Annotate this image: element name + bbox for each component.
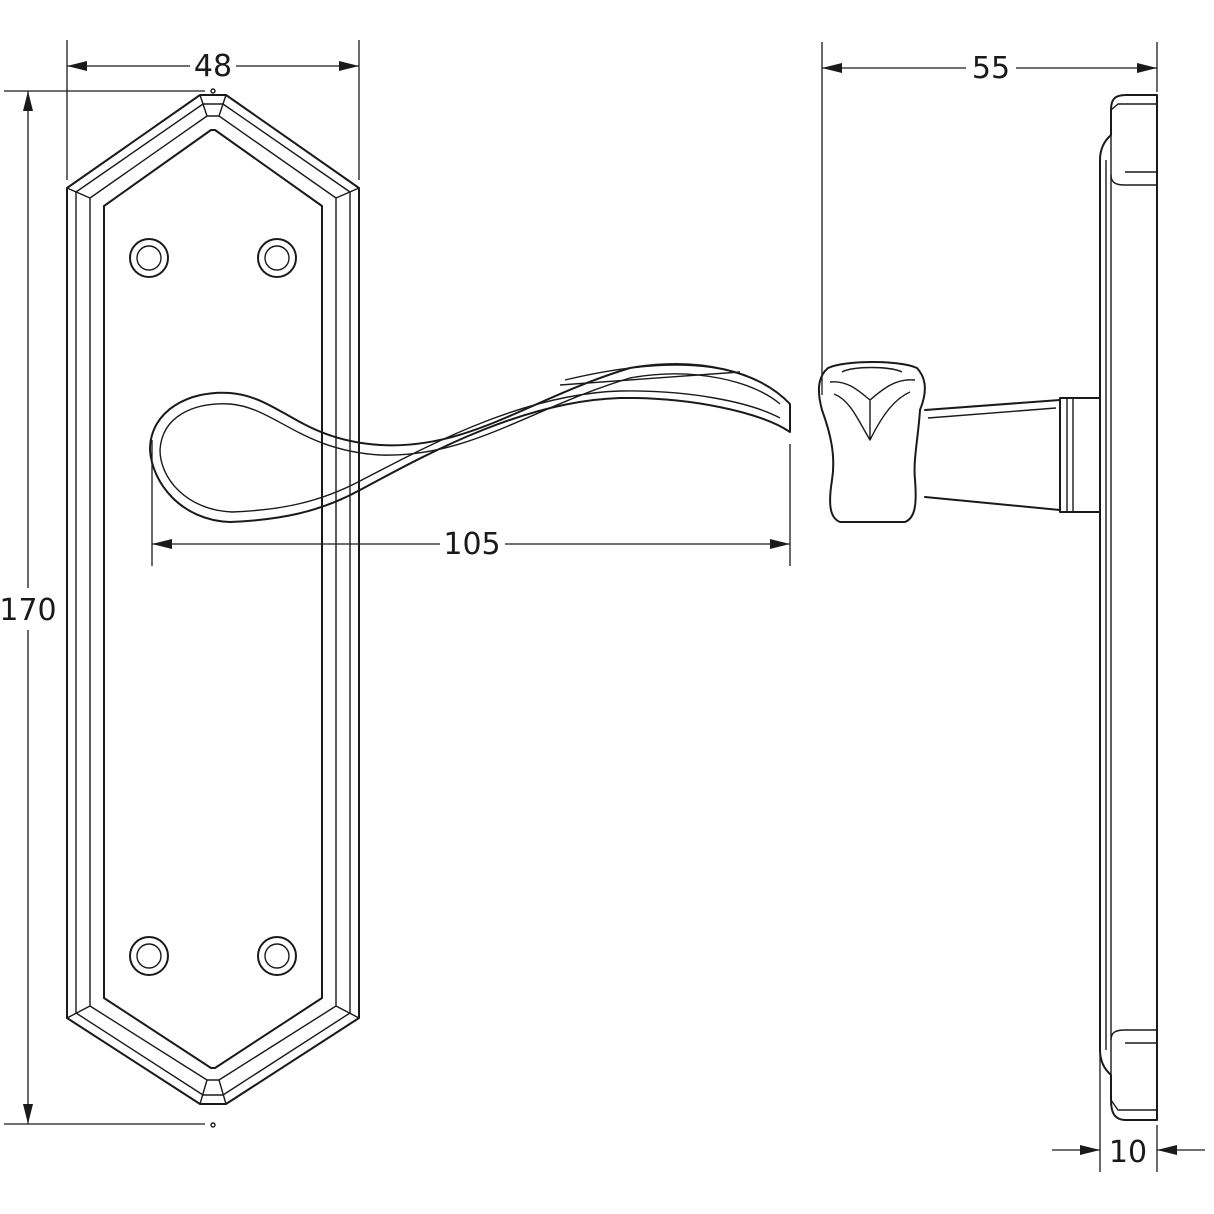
dimension-lever-length: 105 — [151, 440, 791, 566]
screw-hole-bottom-right — [257, 936, 297, 976]
side-plate-inner-lines — [1105, 160, 1112, 1050]
side-collar — [1059, 397, 1101, 513]
dimension-height: 170 — [0, 90, 205, 1125]
side-neck-line — [927, 407, 1057, 419]
lever-inner-edge — [159, 373, 781, 513]
lever-front-view — [149, 363, 791, 523]
side-view — [817, 94, 1158, 1121]
bottom-center-mark — [210, 1122, 216, 1128]
side-lever-end — [817, 361, 926, 523]
screw-holes — [129, 238, 297, 976]
side-plate-step-bottom — [1110, 1029, 1157, 1111]
dimension-plate-thickness-label: 10 — [1109, 1135, 1147, 1170]
dimension-width-label: 48 — [194, 49, 232, 84]
lever-outline — [149, 363, 791, 523]
screw-hole-top-right — [257, 238, 297, 278]
backplate-inner-panel — [103, 129, 323, 1069]
side-plate-outline — [1099, 94, 1158, 1121]
dimension-width: 48 — [66, 40, 360, 180]
lever-highlight — [559, 371, 741, 386]
backplate-front-view — [66, 88, 360, 1128]
screw-hole-bottom-left — [129, 936, 169, 976]
backplate-bevel-outer — [75, 103, 351, 1096]
side-neck — [924, 399, 1061, 511]
side-lever-face — [829, 379, 916, 441]
backplate-outer-outline — [66, 94, 360, 1105]
lever-highlight-2 — [564, 364, 746, 381]
dimension-plate-thickness: 10 — [1052, 1055, 1205, 1172]
dimension-projection: 55 — [821, 42, 1158, 395]
side-plate-step-top — [1110, 103, 1157, 186]
top-center-mark — [210, 88, 216, 94]
screw-hole-top-left — [129, 238, 169, 278]
backplate-bevel-mid — [89, 115, 337, 1081]
dimension-projection-label: 55 — [972, 51, 1010, 86]
backplate-corner-ticks — [66, 94, 360, 1105]
dimension-lever-length-label: 105 — [443, 527, 500, 562]
side-lever-top — [841, 366, 903, 373]
dimension-height-label: 170 — [0, 593, 57, 628]
side-collar-detail — [1066, 398, 1074, 512]
